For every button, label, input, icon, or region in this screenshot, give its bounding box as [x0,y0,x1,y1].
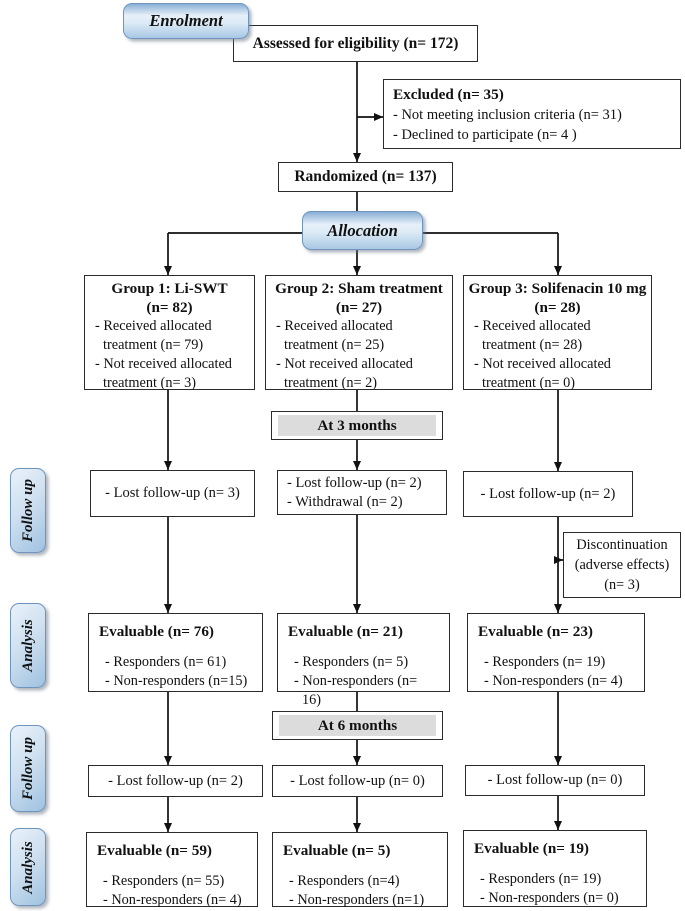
group3-item: - Received allocated treatment (n= 28) [474,318,591,353]
excluded-item: - Declined to participate (n= 4 ) [393,127,577,143]
assessed-eligibility-box: Assessed for eligibility (n= 172) [233,25,478,62]
group1-n: (n= 82) [146,299,193,316]
group3-n: (n= 28) [534,299,581,316]
excluded-box: Excluded (n= 35) - Not meeting inclusion… [383,79,681,149]
group2-item: - Not received allocated treatment (n= 2… [276,356,413,391]
evaluable-3m-group1-title: Evaluable (n= 76) [99,623,214,640]
followup-6m-group2-box: - Lost follow-up (n= 0) [272,765,443,797]
followup-6m-group3-box: - Lost follow-up (n= 0) [465,765,645,796]
timepoint-6-months-label: At 6 months [279,715,436,736]
group3-title: Group 3: Solifenacin 10 mg [468,280,647,297]
evaluable-6m-group1-box: Evaluable (n= 59) - Responders (n= 55) -… [86,832,258,908]
followup-3m-group2-line: - Withdrawal (n= 2) [287,494,403,510]
evaluable-6m-group2-item: - Non-responders (n=1) [289,892,425,908]
followup-3m-group2-line: - Lost follow-up (n= 2) [287,475,422,491]
stage-label-enrolment: Enrolment [123,3,249,39]
followup-3m-group1-box: - Lost follow-up (n= 3) [90,470,255,517]
evaluable-6m-group3-title: Evaluable (n= 19) [474,840,589,857]
timepoint-6-months: At 6 months [272,711,443,740]
group1-title: Group 1: Li-SWT [111,280,228,297]
stage-label-followup-3m: Follow up [10,468,46,553]
evaluable-3m-group2-box: Evaluable (n= 21) - Responders (n= 5) - … [277,613,450,708]
evaluable-3m-group3-box: Evaluable (n= 23) - Responders (n= 19) -… [467,613,645,692]
evaluable-3m-group2-item: - Non-responders (n= 16) [294,673,418,708]
stage-label-followup-6m: Follow up [10,725,46,812]
evaluable-6m-group1-title: Evaluable (n= 59) [97,842,212,859]
stage-label-analysis-3m: Analysis [10,603,46,688]
followup-3m-group3-box: - Lost follow-up (n= 2) [463,471,633,517]
group3-item: - Not received allocated treatment (n= 0… [474,356,611,391]
discontinuation-line: Discontinuation [576,537,668,553]
followup-6m-group1-box: - Lost follow-up (n= 2) [88,765,263,797]
evaluable-6m-group3-item: - Non-responders (n= 0) [480,890,619,906]
evaluable-6m-group3-box: Evaluable (n= 19) - Responders (n= 19) -… [463,830,647,907]
evaluable-3m-group1-item: - Responders (n= 61) [105,654,227,670]
evaluable-6m-group1-item: - Responders (n= 55) [103,873,225,889]
group1-box: Group 1: Li-SWT (n= 82) - Received alloc… [84,275,255,391]
evaluable-6m-group3-item: - Responders (n= 19) [480,871,602,887]
evaluable-6m-group1-item: - Non-responders (n= 4) [103,892,242,908]
stage-label-allocation: Allocation [302,211,423,250]
group2-box: Group 2: Sham treatment (n= 27) - Receiv… [265,275,453,391]
randomized-box: Randomized (n= 137) [278,162,453,192]
evaluable-6m-group2-item: - Responders (n=4) [289,873,400,889]
stage-label-analysis-6m: Analysis [10,828,46,906]
evaluable-3m-group2-title: Evaluable (n= 21) [288,623,403,640]
discontinuation-line: (n= 3) [604,577,640,593]
evaluable-3m-group1-box: Evaluable (n= 76) - Responders (n= 61) -… [88,613,263,692]
excluded-title: Excluded (n= 35) [393,86,504,103]
group1-item: - Received allocated treatment (n= 79) [95,318,212,353]
timepoint-3-months-label: At 3 months [278,415,436,436]
evaluable-3m-group2-item: - Responders (n= 5) [294,654,409,670]
group2-item: - Received allocated treatment (n= 25) [276,318,393,353]
followup-3m-group2-box: - Lost follow-up (n= 2) - Withdrawal (n=… [277,470,447,515]
timepoint-3-months: At 3 months [271,411,443,440]
discontinuation-line: (adverse effects) [574,557,670,573]
group2-n: (n= 27) [335,299,383,316]
evaluable-3m-group3-item: - Non-responders (n= 4) [484,673,623,689]
evaluable-3m-group1-item: - Non-responders (n=15) [105,673,248,689]
excluded-item: - Not meeting inclusion criteria (n= 31) [393,107,622,123]
group2-title: Group 2: Sham treatment [275,280,443,297]
evaluable-3m-group3-item: - Responders (n= 19) [484,654,606,670]
evaluable-6m-group2-box: Evaluable (n= 5) - Responders (n=4) - No… [272,832,448,908]
discontinuation-box: Discontinuation (adverse effects) (n= 3) [563,532,681,598]
evaluable-3m-group3-title: Evaluable (n= 23) [478,623,593,640]
evaluable-6m-group2-title: Evaluable (n= 5) [283,842,391,859]
group3-box: Group 3: Solifenacin 10 mg (n= 28) - Rec… [463,275,652,391]
group1-item: - Not received allocated treatment (n= 3… [95,356,232,391]
